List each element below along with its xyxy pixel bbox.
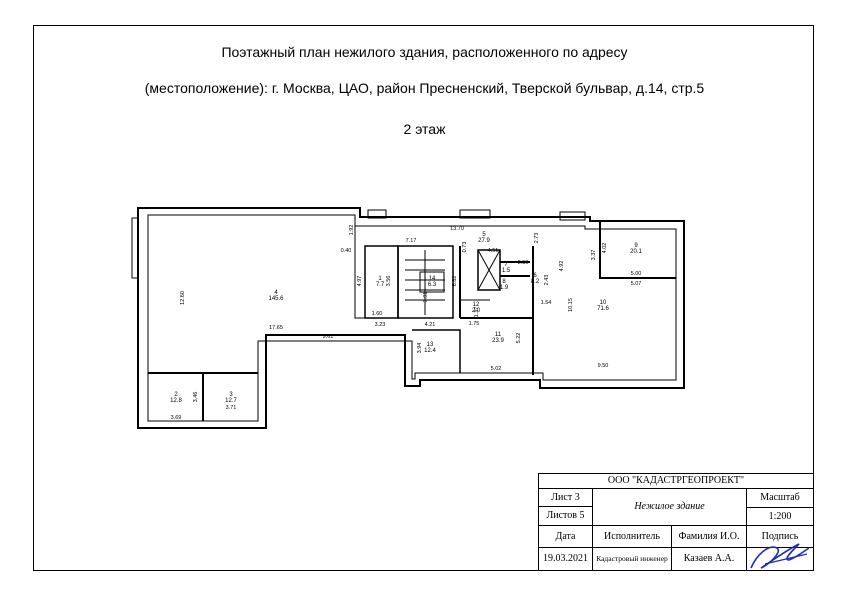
room-7-area: 1.5	[502, 268, 511, 274]
dim-1-92: 1.92	[349, 225, 355, 236]
room-14-walls	[419, 271, 445, 293]
window-top-2	[459, 209, 491, 219]
dim-7-17: 7.17	[406, 238, 417, 244]
outer-wall	[137, 207, 685, 429]
dim-5-02: 5.02	[491, 366, 502, 372]
dim-5-00: 5.00	[631, 271, 642, 277]
dim-9-61: 9.61	[323, 334, 334, 340]
room-6-area: 8.2	[531, 279, 540, 285]
dim-0-40: 0.40	[341, 248, 352, 254]
dim-2-50: 2.50	[518, 260, 529, 266]
lift-shaft	[477, 249, 501, 291]
room-5-area: 27.9	[478, 238, 490, 244]
room-2-num: 2	[174, 392, 178, 398]
room-6-num: 6	[533, 273, 537, 279]
dim-0-73: 0.73	[462, 242, 468, 253]
room-11-num: 11	[495, 332, 502, 338]
dim-4-97: 4.97	[357, 276, 363, 287]
room-1-walls	[364, 245, 399, 319]
dim-1-37: 1.37	[474, 307, 480, 318]
room-12-num: 12	[473, 302, 480, 308]
room-10-num: 10	[600, 300, 607, 306]
room-3-num: 3	[229, 392, 233, 398]
room-13-num: 13	[427, 342, 434, 348]
room-10-area: 71.6	[597, 306, 609, 312]
dim-1-60: 1.60	[372, 311, 383, 317]
dim-1-75: 1.75	[469, 321, 480, 327]
stamp-org: ООО "КАДАСТРГЕОПРОЕКТ"	[538, 473, 814, 489]
left-main-divider	[354, 226, 365, 319]
dim-6-82: 6.82	[452, 276, 458, 287]
stamp-scale-label: Масштаб	[746, 488, 814, 508]
stamp-sheets: Листов 5	[538, 506, 593, 526]
dim-3-23: 3.23	[375, 322, 386, 328]
stamp-role-value: Кадастровый инженер	[592, 547, 672, 571]
title-line-2: (местоположение): г. Москва, ЦАО, район …	[144, 80, 705, 96]
room-11-area: 23.9	[492, 338, 504, 344]
room-8-area: 1.9	[500, 285, 509, 291]
dim-3-37: 3.37	[591, 250, 597, 261]
partition-room13	[412, 329, 461, 373]
dim-3-69: 3.69	[171, 415, 182, 421]
inner-wall-offset	[147, 214, 677, 422]
room-7-num: 7	[504, 262, 508, 268]
dim-12-60: 12.60	[180, 291, 186, 305]
dim-1-54: 1.54	[541, 300, 552, 306]
stamp-scale-value: 1:200	[746, 507, 814, 526]
title-block: ООО "КАДАСТРГЕОПРОЕКТ" Лист 3 Листов 5 Н…	[538, 473, 814, 571]
room-4-num: 4	[274, 290, 278, 296]
dim-13-70: 13.70	[450, 226, 464, 232]
room-3-area: 12.7	[225, 398, 237, 404]
stamp-date-value: 19.03.2021	[538, 547, 593, 571]
dim-4-92: 4.92	[559, 261, 565, 272]
dim-3-46: 3.46	[193, 392, 199, 403]
drawing-frame	[33, 25, 814, 571]
stamp-name-label: Фамилия И.О.	[671, 525, 747, 548]
signature-image	[750, 543, 810, 569]
room-5-num: 5	[482, 232, 486, 238]
stamp-object: Нежилое здание	[592, 488, 747, 526]
window-top-3	[559, 211, 586, 221]
window-left	[131, 217, 139, 279]
stamp-executor-label: Исполнитель	[592, 525, 672, 548]
room-14-num: 14	[429, 276, 436, 282]
room-9-num: 9	[634, 243, 638, 249]
dim-5-07: 5.07	[631, 281, 642, 287]
dim-10-15: 10.15	[568, 298, 574, 312]
title-line-1: Поэтажный план нежилого здания, располож…	[221, 44, 628, 60]
dim-3-91: 3.91	[423, 292, 429, 303]
partition-core	[459, 246, 534, 375]
dim-5-22: 5.22	[516, 333, 522, 344]
dim-2-43: 2.43	[544, 275, 550, 286]
dim-4-51: 4.51	[488, 248, 499, 254]
wall-rooms-2-3	[148, 372, 258, 421]
dim-17-65: 17.65	[269, 325, 283, 331]
dim-3-94: 3.94	[417, 343, 423, 354]
floor-label: 2 этаж	[403, 121, 446, 137]
window-top-1	[367, 209, 387, 219]
dim-4-02: 4.02	[602, 243, 608, 254]
dim-9-50: 9.50	[598, 363, 609, 369]
dim-4-21: 4.21	[425, 322, 436, 328]
lift-cross	[477, 249, 501, 291]
stamp-sign-cell	[746, 543, 814, 571]
room-9-area: 20.1	[630, 249, 642, 255]
stamp-sheet: Лист 3	[538, 488, 593, 507]
room-4-area: 145.6	[268, 296, 284, 302]
stair-steps	[405, 250, 445, 315]
partition-room9	[599, 221, 676, 279]
room-14-area: 6.3	[428, 282, 437, 288]
room-1-area: 7.7	[376, 282, 385, 288]
room-13-area: 12.4	[424, 348, 436, 354]
dim-3-71: 3.71	[226, 405, 237, 411]
dim-2-73: 2.73	[534, 233, 540, 244]
room-8-num: 8	[502, 279, 506, 285]
stamp-name-value: Казаев А.А.	[671, 547, 747, 571]
stamp-date-label: Дата	[538, 525, 593, 548]
dim-3-56: 3.56	[386, 276, 392, 287]
room-12-area: 2.0	[472, 308, 481, 314]
room-2-area: 12.8	[170, 398, 182, 404]
room-1-num: 1	[378, 276, 382, 282]
